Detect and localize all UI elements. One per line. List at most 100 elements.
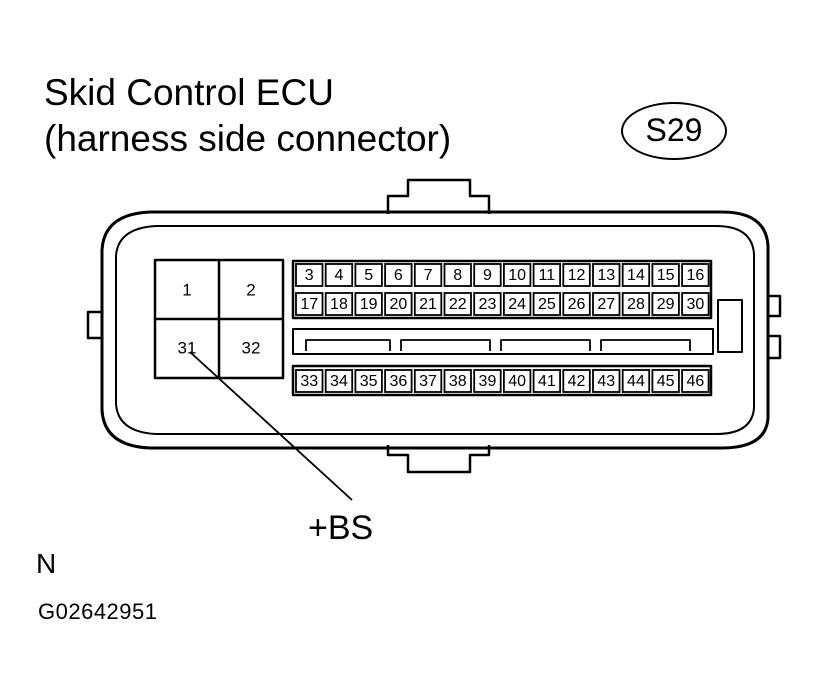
terminal-45: 45 <box>657 373 675 390</box>
terminal-12: 12 <box>568 267 586 284</box>
terminal-20: 20 <box>389 296 407 313</box>
terminal-21: 21 <box>419 296 437 313</box>
terminal-cell-29 <box>651 292 680 316</box>
terminal-block-upper <box>291 259 713 320</box>
terminal-cell-25 <box>532 292 561 316</box>
terminal-cell-20 <box>384 292 413 316</box>
terminal-13: 13 <box>597 267 615 284</box>
terminal-42: 42 <box>568 373 586 390</box>
terminal-29: 29 <box>657 296 675 313</box>
figure-code: G02642951 <box>38 599 158 624</box>
terminal-2: 2 <box>246 280 255 299</box>
terminal-cell-3 <box>295 263 324 287</box>
top-latch <box>386 178 491 214</box>
terminal-38: 38 <box>449 373 467 390</box>
terminal-40: 40 <box>508 373 526 390</box>
terminal-cell-30 <box>681 292 710 316</box>
terminal-36: 36 <box>389 373 407 390</box>
terminal-cell-11 <box>532 263 561 287</box>
terminal-5: 5 <box>364 267 373 284</box>
bottom-latch <box>386 445 491 474</box>
wire-label: +BS <box>308 509 374 547</box>
terminal-44: 44 <box>627 373 645 390</box>
terminal-46: 46 <box>686 373 704 390</box>
connector-housing-inner <box>115 225 755 435</box>
terminal-43: 43 <box>597 373 615 390</box>
terminal-cell-46 <box>681 369 710 393</box>
terminal-cell-33 <box>295 369 324 393</box>
terminal-cell-38 <box>443 369 472 393</box>
terminal-cell-12 <box>562 263 591 287</box>
terminal-19: 19 <box>360 296 378 313</box>
terminal-18: 18 <box>330 296 348 313</box>
terminal-cell-4 <box>324 263 354 287</box>
terminal-3: 3 <box>305 267 314 284</box>
terminal-cell-13 <box>592 263 621 287</box>
diagram-title: Skid Control ECU <box>44 72 334 113</box>
terminal-37: 37 <box>419 373 437 390</box>
terminal-34: 34 <box>330 373 348 390</box>
terminal-cell-23 <box>473 292 502 316</box>
connector-code-badge: S29 <box>621 102 727 160</box>
terminal-16: 16 <box>686 267 704 284</box>
terminal-22: 22 <box>449 296 467 313</box>
terminal-cell-7 <box>413 263 443 287</box>
terminal-cell-42 <box>562 369 591 393</box>
orientation-mark: N <box>36 548 57 579</box>
terminal-cell-6 <box>384 263 413 287</box>
terminal-cell-45 <box>651 369 680 393</box>
terminal-cell-24 <box>502 292 532 316</box>
terminal-cell-10 <box>502 263 532 287</box>
terminal-33: 33 <box>300 373 318 390</box>
terminal-23: 23 <box>479 296 497 313</box>
wire-leader-line <box>189 351 353 501</box>
terminal-block-lower <box>291 364 713 397</box>
terminal-4: 4 <box>334 267 343 284</box>
diagram-subtitle: (harness side connector) <box>44 118 452 159</box>
terminal-27: 27 <box>597 296 615 313</box>
left-side-tab <box>86 310 102 340</box>
terminal-cell-19 <box>354 292 383 316</box>
terminal-41: 41 <box>538 373 556 390</box>
terminal-7: 7 <box>424 267 433 284</box>
terminal-cell-8 <box>443 263 472 287</box>
terminal-cell-34 <box>324 369 354 393</box>
terminal-10: 10 <box>508 267 526 284</box>
terminal-32: 32 <box>242 338 261 357</box>
terminal-30: 30 <box>686 296 704 313</box>
keying-strip <box>292 328 714 355</box>
terminal-24: 24 <box>508 296 526 313</box>
terminal-11: 11 <box>539 267 556 284</box>
terminal-cell-15 <box>651 263 680 287</box>
terminal-15: 15 <box>657 267 675 284</box>
terminal-9: 9 <box>483 267 492 284</box>
terminal-14: 14 <box>627 267 645 284</box>
terminal-cell-18 <box>324 292 354 316</box>
terminal-cell-44 <box>621 369 651 393</box>
connector-housing-outer <box>100 210 770 450</box>
right-side-lock <box>717 299 743 353</box>
terminal-cell-17 <box>295 292 324 316</box>
terminal-cell-9 <box>473 263 502 287</box>
terminal-cell-22 <box>443 292 472 316</box>
terminal-cell-27 <box>592 292 621 316</box>
terminal-cell-26 <box>562 292 591 316</box>
terminal-39: 39 <box>479 373 497 390</box>
terminal-cell-39 <box>473 369 502 393</box>
terminal-cell-16 <box>681 263 710 287</box>
terminal-8: 8 <box>453 267 462 284</box>
terminal-26: 26 <box>568 296 586 313</box>
terminal-35: 35 <box>360 373 378 390</box>
terminal-cell-36 <box>384 369 413 393</box>
terminal-cell-14 <box>621 263 651 287</box>
terminal-cell-41 <box>532 369 561 393</box>
terminal-28: 28 <box>627 296 645 313</box>
terminal-cell-35 <box>354 369 383 393</box>
terminal-6: 6 <box>394 267 403 284</box>
terminal-cell-28 <box>621 292 651 316</box>
terminal-17: 17 <box>300 296 318 313</box>
terminal-1: 1 <box>182 280 191 299</box>
terminal-cell-37 <box>413 369 443 393</box>
terminal-25: 25 <box>538 296 556 313</box>
